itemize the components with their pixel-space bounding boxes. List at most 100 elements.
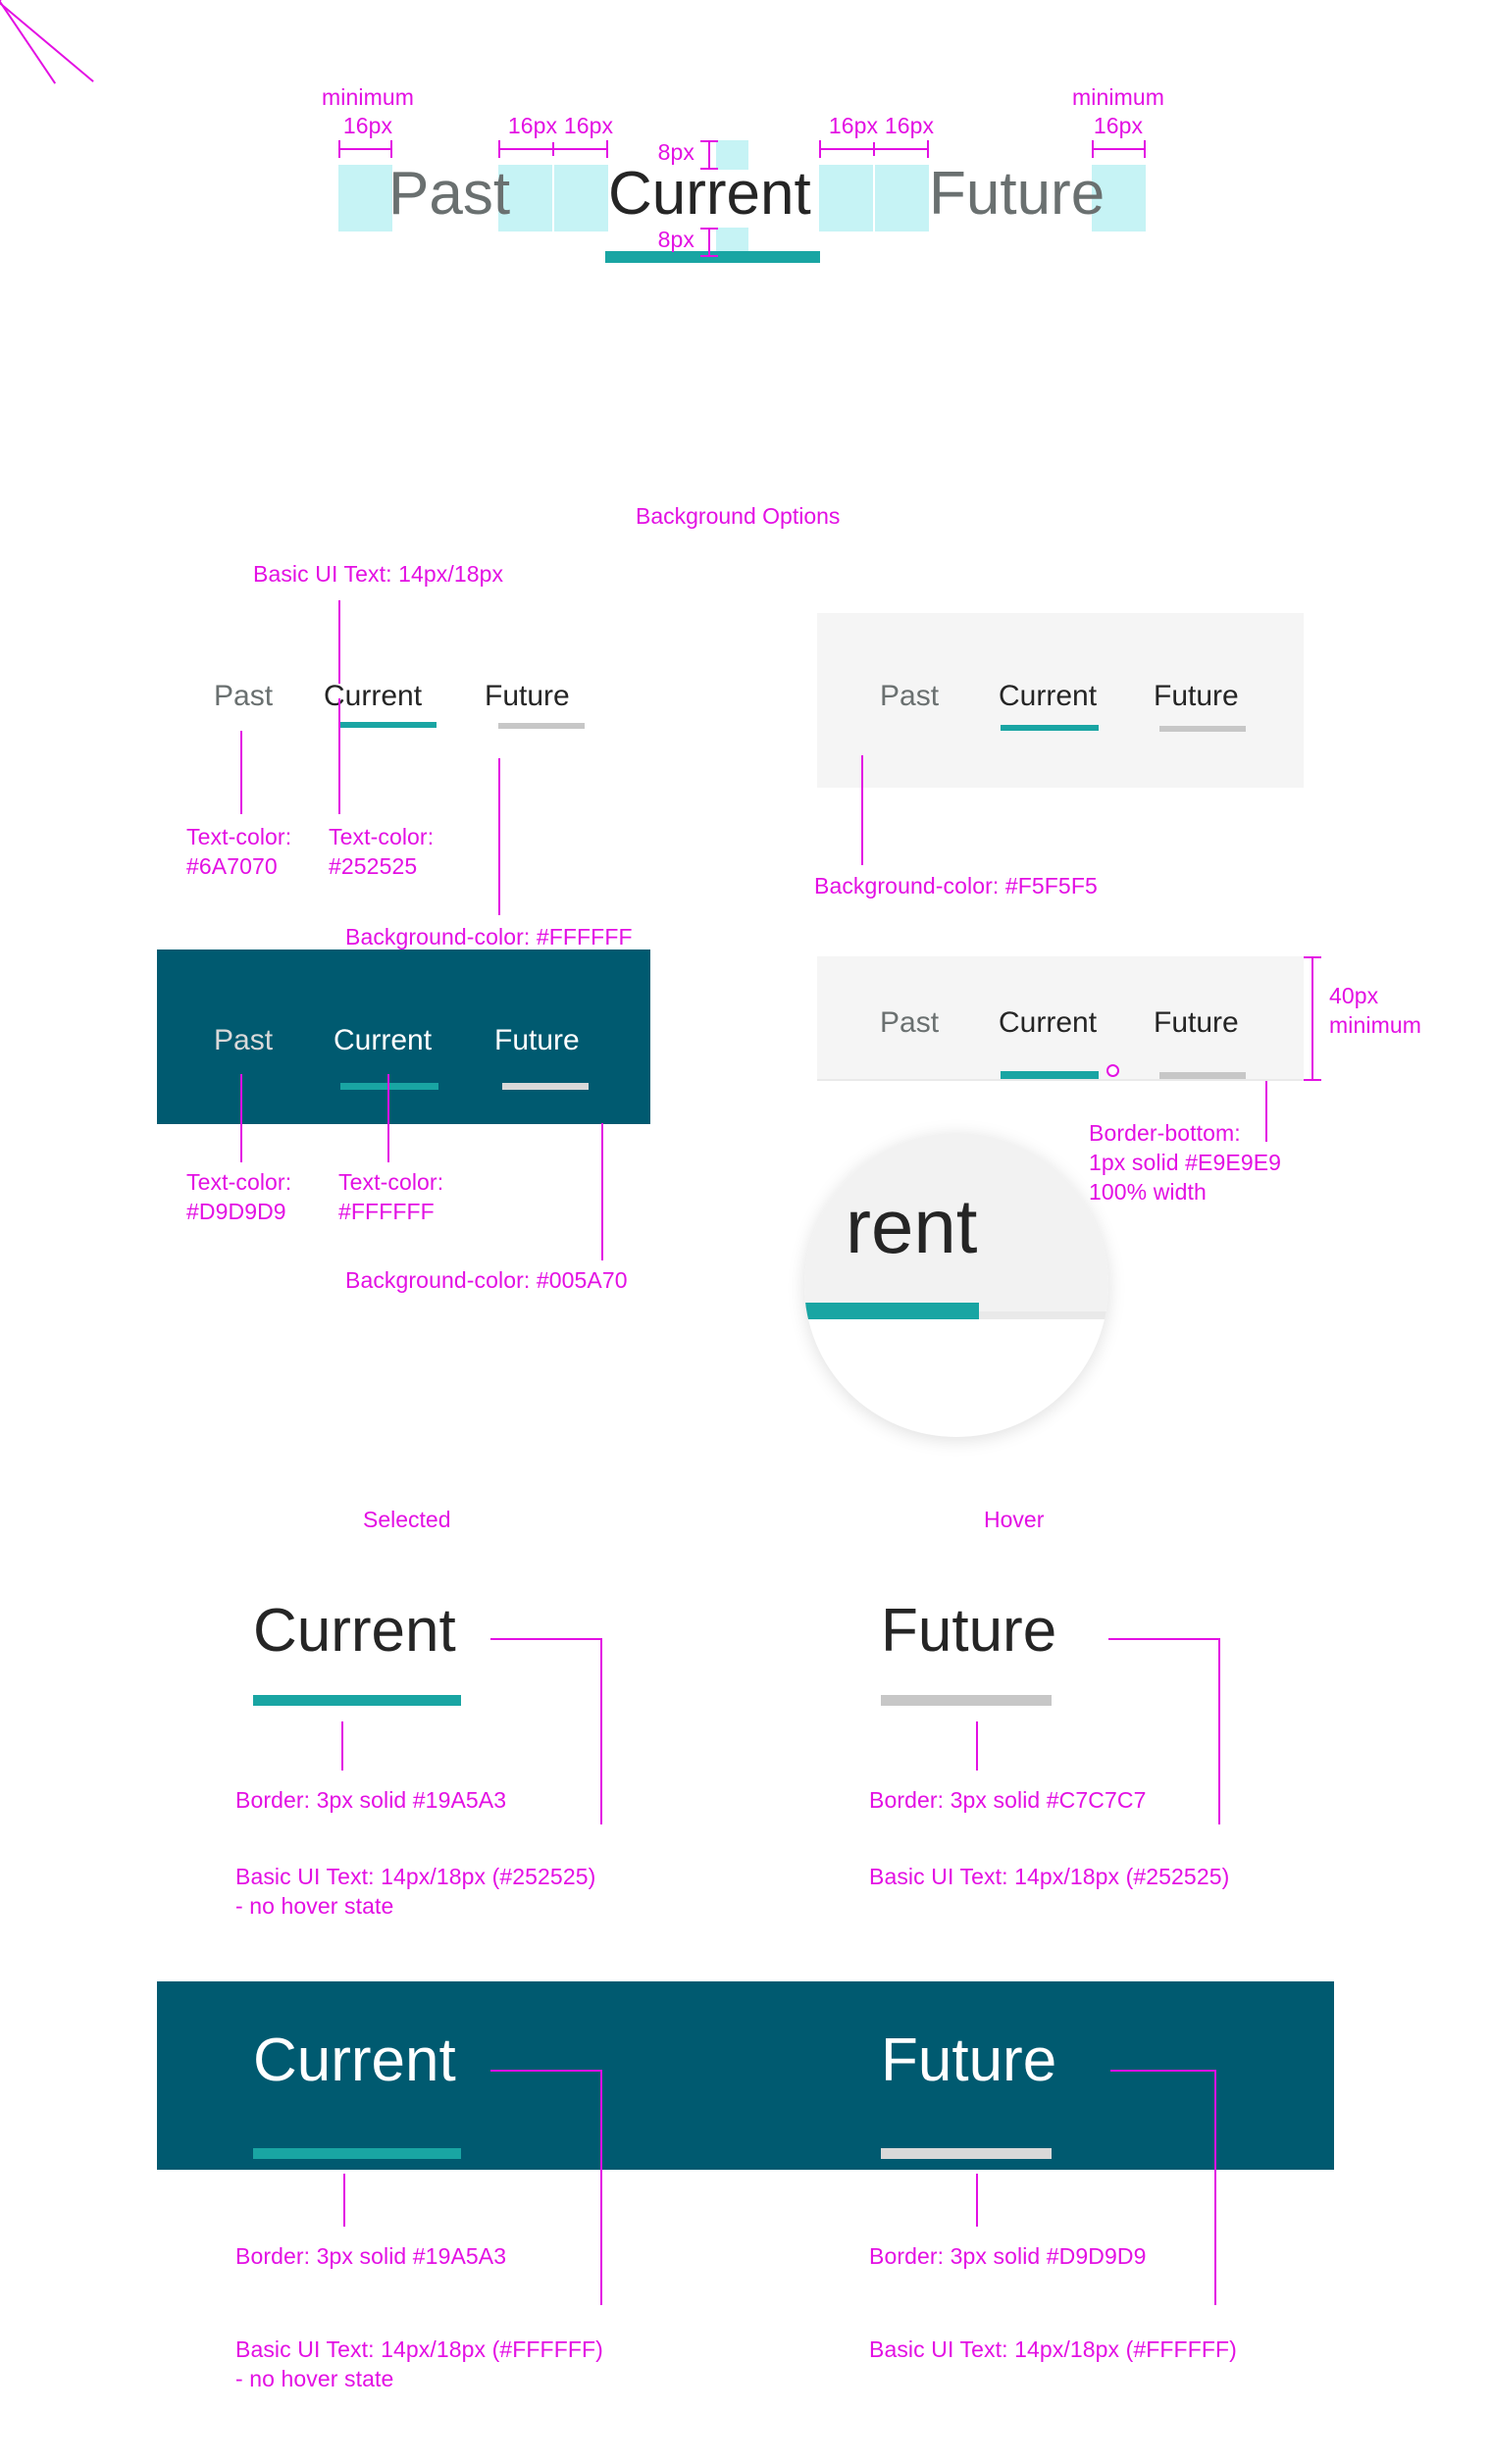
spacing-tab-past: Past	[388, 160, 511, 228]
tab-current-underline-detail	[1001, 1071, 1099, 1079]
leader-selected-light-text	[490, 1638, 602, 1824]
tab-future-grey[interactable]: Future	[1154, 680, 1239, 712]
tab-current-underline-white	[338, 722, 437, 728]
label-16px-e: 16px	[884, 113, 935, 138]
leader-background-dark	[601, 1123, 603, 1260]
measure-16px-right	[1092, 140, 1146, 158]
label-8px-bottom: 8px	[657, 227, 694, 252]
tab-past-dark[interactable]: Past	[214, 1024, 274, 1056]
tab-future-dark[interactable]: Future	[494, 1024, 580, 1056]
measure-16px-pair-left	[498, 140, 608, 158]
hover-dark-underline	[881, 2148, 1052, 2159]
spacing-block-top-8px	[716, 140, 748, 170]
note-basic-ui-text-white: Basic UI Text: 14px/18px	[253, 561, 504, 587]
tab-past-detail[interactable]: Past	[880, 1006, 940, 1039]
selected-heading: Selected	[363, 1507, 451, 1532]
dark-background-example: Past Current Future Text-color: #D9D9D9 …	[0, 0, 746, 1295]
note-selected-dark-text: Basic UI Text: 14px/18px (#FFFFFF) - no …	[235, 2336, 603, 2391]
tab-future-underline-detail	[1159, 1072, 1246, 1079]
note-hover-light-text: Basic UI Text: 14px/18px (#252525)	[869, 1864, 1230, 1889]
note-40px-minimum: 40px minimum	[1329, 983, 1421, 1038]
leader-type-to-current	[338, 600, 340, 684]
leader-hover-dark-border	[976, 2174, 978, 2227]
hover-light-example: Future Border: 3px solid #C7C7C7 Basic U…	[869, 1597, 1230, 1890]
tab-future-white[interactable]: Future	[485, 680, 570, 712]
measure-40px-minimum	[1304, 956, 1321, 1081]
leader-past-color-white	[240, 731, 242, 814]
note-past-color-white: Text-color: #6A7070	[186, 824, 292, 879]
tab-past-grey[interactable]: Past	[880, 680, 940, 712]
note-past-color-dark: Text-color: #D9D9D9	[186, 1169, 292, 1224]
leader-hover-light-border	[976, 1721, 978, 1771]
measure-8px-top	[700, 140, 718, 170]
label-16px-d: 16px	[828, 113, 879, 138]
label-16px-c: 16px	[563, 113, 614, 138]
spacing-block-past-right	[498, 165, 552, 231]
leader-current-color-dark	[387, 1074, 389, 1162]
note-selected-light-text: Basic UI Text: 14px/18px (#252525) - no …	[235, 1864, 596, 1919]
selected-dark-label[interactable]: Current	[253, 2027, 456, 2094]
note-selected-dark-border: Border: 3px solid #19A5A3	[235, 2243, 507, 2269]
selected-dark-example: Current Border: 3px solid #19A5A3 Basic …	[235, 2027, 603, 2392]
leader-past-color-dark	[240, 1074, 242, 1162]
tab-future-underline-white	[498, 723, 585, 729]
note-hover-light-border: Border: 3px solid #C7C7C7	[869, 1787, 1147, 1813]
tab-current-underline-dark	[340, 1083, 438, 1090]
magnifier-panel-bg	[804, 1133, 1108, 1319]
hover-heading: Hover	[984, 1507, 1045, 1532]
leader-background-grey	[861, 755, 863, 865]
grey-panel	[817, 613, 1304, 788]
spacing-block-right-outer	[1092, 165, 1146, 231]
leader-selected-dark-text	[490, 2070, 602, 2305]
selected-dark-underline	[253, 2148, 461, 2159]
note-border-bottom: Border-bottom: 1px solid #E9E9E9 100% wi…	[1089, 1120, 1282, 1205]
magnifier-teal-underline	[804, 1303, 979, 1319]
selected-light-label[interactable]: Current	[253, 1597, 456, 1665]
white-background-example: Basic UI Text: 14px/18px Past Current Fu…	[0, 0, 746, 950]
background-options-heading: Background Options	[636, 503, 841, 529]
note-selected-light-border: Border: 3px solid #19A5A3	[235, 1787, 507, 1813]
note-current-color-dark: Text-color: #FFFFFF	[338, 1169, 444, 1224]
states-dark-panel	[157, 1981, 1334, 2170]
note-background-white: Background-color: #FFFFFF	[345, 924, 633, 950]
tab-past-white[interactable]: Past	[214, 680, 274, 712]
spacing-tab-future: Future	[929, 160, 1105, 228]
tab-future-underline-grey	[1159, 726, 1246, 732]
label-8px-top: 8px	[657, 139, 694, 165]
detail-panel	[817, 956, 1304, 1079]
selected-light-example: Current Border: 3px solid #19A5A3 Basic …	[0, 0, 746, 1923]
leader-hover-dark-text	[1110, 2070, 1216, 2305]
spacing-block-future-left	[875, 165, 929, 231]
tab-current-dark[interactable]: Current	[334, 1024, 433, 1056]
detail-panel-border-bottom	[817, 1079, 1304, 1081]
measure-16px-left	[338, 140, 392, 158]
dark-panel	[157, 950, 650, 1124]
tab-current-grey[interactable]: Current	[999, 680, 1098, 712]
hover-dark-label[interactable]: Future	[881, 2027, 1057, 2094]
note-hover-dark-text: Basic UI Text: 14px/18px (#FFFFFF)	[869, 2336, 1237, 2362]
measure-16px-pair-right	[819, 140, 929, 158]
leader-selected-dark-border	[343, 2174, 345, 2227]
label-16px-left: 16px	[342, 113, 393, 138]
tab-future-underline-dark	[502, 1083, 589, 1090]
label-minimum-right: minimum	[1072, 84, 1164, 110]
note-current-color-white: Text-color: #252525	[329, 824, 435, 879]
spacing-block-current-right	[819, 165, 873, 231]
tab-future-detail[interactable]: Future	[1154, 1006, 1239, 1039]
hover-light-label[interactable]: Future	[881, 1597, 1057, 1665]
spacing-tab-current: Current	[608, 160, 811, 228]
detail-example: Past Current Future 40px minimum Border-…	[0, 0, 1421, 1437]
label-16px-b: 16px	[507, 113, 558, 138]
tab-current-detail[interactable]: Current	[999, 1006, 1098, 1039]
leader-current-color-white	[338, 698, 340, 814]
magnifier-word: rent	[846, 1183, 978, 1269]
spacing-block-current-left	[554, 165, 608, 231]
leader-hover-light-text	[1108, 1638, 1220, 1824]
magnifier-circle: rent	[804, 1133, 1108, 1437]
tab-current-underline-grey	[1001, 725, 1099, 731]
label-minimum-left: minimum	[322, 84, 414, 110]
note-hover-dark-border: Border: 3px solid #D9D9D9	[869, 2243, 1147, 2269]
spacing-diagram: Past Current Future minimum 16px 16px 16…	[0, 0, 1491, 294]
